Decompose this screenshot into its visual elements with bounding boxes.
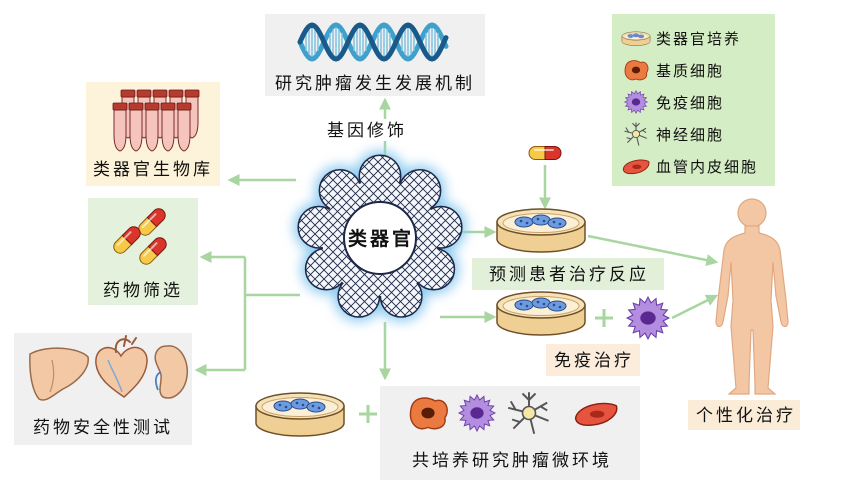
tumor-mechanism-label: 研究肿瘤发生发展机制 [275,74,475,94]
plus-icon [595,309,613,327]
prediction-label: 预测患者治疗反应 [489,265,649,285]
immune-cell-icon [626,296,670,340]
test-tube [112,102,128,152]
drug-safety-label: 药物安全性测试 [33,418,173,438]
test-tube [176,102,192,152]
personalized-label: 个性化治疗 [696,406,796,426]
immune-cell-icon [458,394,496,432]
arrow-prediction-to-patient [587,234,719,266]
tumor-mechanism-box-bg [265,14,485,96]
test-tube [128,102,144,152]
immune-cell-icon [624,90,648,114]
organoid-lumen [343,201,417,275]
coculture-organoid-dish [255,392,345,437]
test-tube [144,102,160,152]
organoid: 类器官 [299,156,461,316]
tumor-mechanism-box: 研究肿瘤发生发展机制 [265,14,485,96]
dna-helix-icon [297,22,449,62]
dna-strand-a [297,22,449,62]
coculture-label: 共培养研究肿瘤微环境 [412,451,612,471]
legend-item-organoid-culture: 类器官培养 [656,30,741,48]
liver-icon [29,347,89,401]
legend-item-neuron: 神经细胞 [656,126,724,144]
organoid-dish-icon [621,31,651,46]
prediction-organoid-dish [496,208,586,253]
test-tubes-icon [112,89,200,152]
drug-screening-box: 药物筛选 [88,198,198,305]
test-tube [160,102,176,152]
immunotherapy-label-bg [546,344,640,376]
legend-item-stromal-cell: 基质细胞 [656,62,724,80]
gene-modification-label: 基因修饰 [327,121,407,141]
personalized-label-bg [688,400,800,430]
stromal-cell-icon [409,397,448,430]
legend: 类器官培养 基质细胞 免疫细胞 神经细胞 血管内皮细胞 [612,14,775,186]
biobank-label: 类器官生物库 [93,160,213,180]
drug-screening-label: 药物筛选 [103,281,183,301]
arrow-immune-to-patient [671,294,719,320]
organs-icon [29,335,189,401]
human-body-icon [715,198,789,395]
immunotherapy-label: 免疫治疗 [554,351,634,371]
drug-pill-icon [528,145,562,161]
dna-rungs [305,28,439,56]
legend-item-endothelial-cell: 血管内皮细胞 [656,158,758,176]
stromal-cell-icon [624,60,649,81]
immunotherapy-organoid-dish [496,291,586,336]
drug-safety-box: 药物安全性测试 [14,333,192,445]
gene-modification-backdrop [327,119,409,141]
prediction-label-bg [472,258,664,290]
heart-icon [95,335,148,398]
coculture-box: 共培养研究肿瘤微环境 [380,386,640,480]
organoid-label: 类器官 [348,227,414,250]
kidney-icon [154,345,189,399]
plus-icon [359,405,377,423]
legend-item-immune-cell: 免疫细胞 [656,94,724,112]
biobank-box: 类器官生物库 [86,82,220,186]
